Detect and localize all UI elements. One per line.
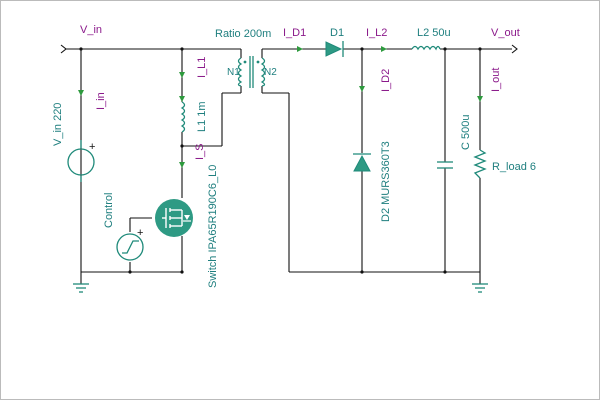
label-i-d2: I_D2 (380, 69, 392, 92)
source-plus: + (89, 141, 95, 153)
arrow-i-out (477, 96, 483, 102)
label-switch: Switch IPA65R190C6_L0 (207, 165, 219, 288)
label-l1: L1 1m (196, 101, 208, 132)
label-i-out: I_out (490, 68, 502, 92)
mosfet-icon (155, 199, 193, 237)
arrow-i-in (78, 90, 84, 96)
label-n1: N1 (227, 67, 240, 78)
label-v-in: V_in (80, 24, 102, 36)
label-load: R_load 6 (492, 161, 536, 173)
inductor-l2-icon (411, 45, 441, 51)
label-n2: N2 (264, 67, 277, 78)
control-plus: + (137, 227, 143, 239)
label-i-in: I_in (95, 92, 107, 110)
label-i-l2: I_L2 (366, 27, 387, 39)
voltage-source-icon (67, 140, 95, 182)
label-i-d1: I_D1 (283, 27, 306, 39)
diode-d1-icon (325, 41, 344, 57)
capacitor-icon (437, 161, 453, 169)
junctions (79, 47, 482, 274)
ground-icon (73, 283, 89, 293)
resistor-icon (473, 149, 487, 179)
label-l2: L2 50u (417, 27, 451, 39)
label-d1: D1 (330, 27, 344, 39)
terminal-in (60, 44, 67, 54)
ground-icon (472, 283, 488, 293)
arrow-i-s (179, 162, 185, 168)
label-i-s: I_S (194, 143, 206, 160)
label-d2: D2 MURS360T3 (380, 141, 392, 222)
wires (66, 48, 512, 284)
label-capacitor: C 500u (460, 115, 472, 150)
inductor-l1-icon (180, 101, 186, 133)
arrow-i-d2 (359, 86, 365, 92)
arrow-i-l1 (179, 72, 185, 78)
arrow-i-l1-lower (179, 96, 185, 102)
diode-d2-icon (353, 153, 371, 172)
pulse-source-icon (116, 233, 144, 261)
label-ratio: Ratio 200m (215, 28, 271, 40)
terminal-out (511, 44, 518, 54)
label-i-l1: I_L1 (196, 57, 208, 78)
arrow-i-l2 (381, 46, 387, 52)
arrow-i-d1 (297, 46, 303, 52)
label-control: Control (103, 193, 115, 228)
transformer-icon (237, 56, 266, 88)
label-v-out: V_out (491, 27, 520, 39)
label-source: V_in 220 (52, 103, 64, 146)
current-arrows (78, 46, 483, 168)
